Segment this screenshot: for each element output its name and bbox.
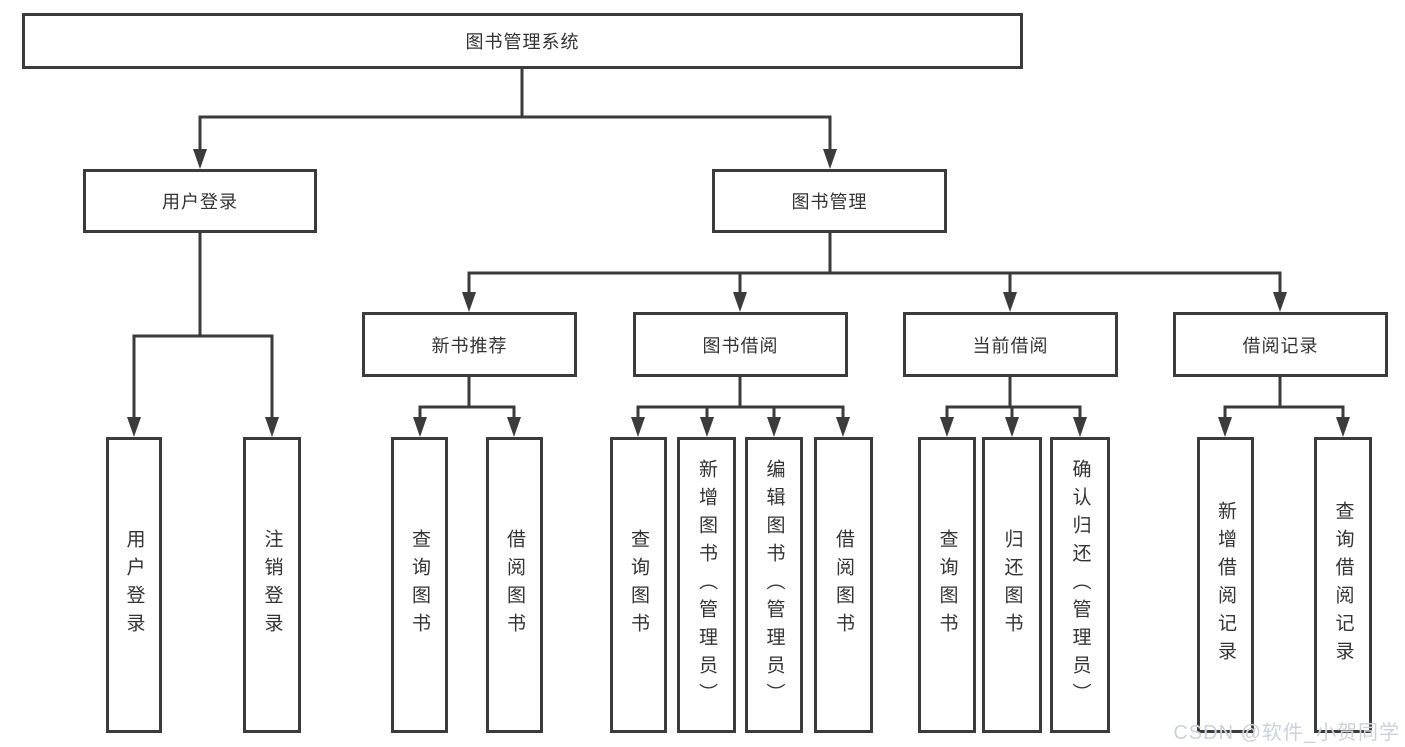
leaf-logout: 注销登录 <box>243 437 301 733</box>
leaf-query-books-recommend: 查询图书 <box>391 437 448 733</box>
csdn-watermark: CSDN @软件_小贺同学 <box>1173 722 1400 744</box>
node-book-management-branch: 图书管理 <box>712 169 947 233</box>
leaf-query-books-borrow: 查询图书 <box>610 437 667 733</box>
leaf-query-borrow-record: 查询借阅记录 <box>1314 437 1372 733</box>
leaf-borrow-books: 借阅图书 <box>814 437 873 733</box>
node-user-login-branch: 用户登录 <box>83 169 317 233</box>
leaf-add-borrow-record: 新增借阅记录 <box>1197 437 1254 733</box>
node-new-book-recommend: 新书推荐 <box>362 312 577 377</box>
node-book-borrow: 图书借阅 <box>633 312 848 377</box>
leaf-borrow-books-recommend: 借阅图书 <box>486 437 543 733</box>
leaf-edit-books-admin: 编辑图书（管理员） <box>745 437 803 733</box>
leaf-query-books-current: 查询图书 <box>918 437 976 733</box>
leaf-return-books: 归还图书 <box>982 437 1042 733</box>
arrowhead-icons <box>127 149 1350 437</box>
leaf-add-books-admin: 新增图书（管理员） <box>677 437 736 733</box>
node-root-system: 图书管理系统 <box>22 13 1023 69</box>
node-borrow-records: 借阅记录 <box>1173 312 1388 377</box>
leaf-confirm-return-admin: 确认归还（管理员） <box>1050 437 1110 733</box>
node-current-borrow: 当前借阅 <box>903 312 1118 377</box>
leaf-user-login: 用户登录 <box>106 437 162 733</box>
